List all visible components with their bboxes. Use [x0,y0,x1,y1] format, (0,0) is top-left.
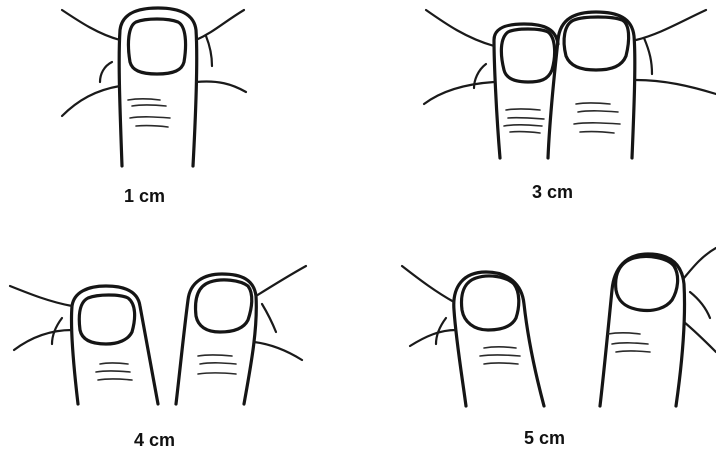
right-finger [176,274,256,404]
panel-4cm: 4 cm [10,266,306,450]
right-finger [600,254,685,406]
left-finger [71,286,158,404]
fingernail-icon [79,295,134,344]
dilation-label: 4 cm [134,430,175,450]
fingernail-icon [196,280,252,332]
panel-3cm: 3 cm [424,10,716,202]
fingernail-icon [616,256,678,310]
dilation-label: 1 cm [124,186,165,206]
right-finger [548,12,635,158]
panel-1cm: 1 cm [62,8,246,206]
finger [119,8,197,166]
left-finger [454,272,544,406]
tissue-lines [10,266,306,360]
tissue-lines [402,248,716,352]
fingernail-icon [462,276,519,330]
dilation-label: 5 cm [524,428,565,448]
panel-5cm: 5 cm [402,248,716,448]
dilation-label: 3 cm [532,182,573,202]
fingernail-icon [501,29,554,82]
fingernail-icon [128,19,185,74]
fingernail-icon [564,17,629,70]
